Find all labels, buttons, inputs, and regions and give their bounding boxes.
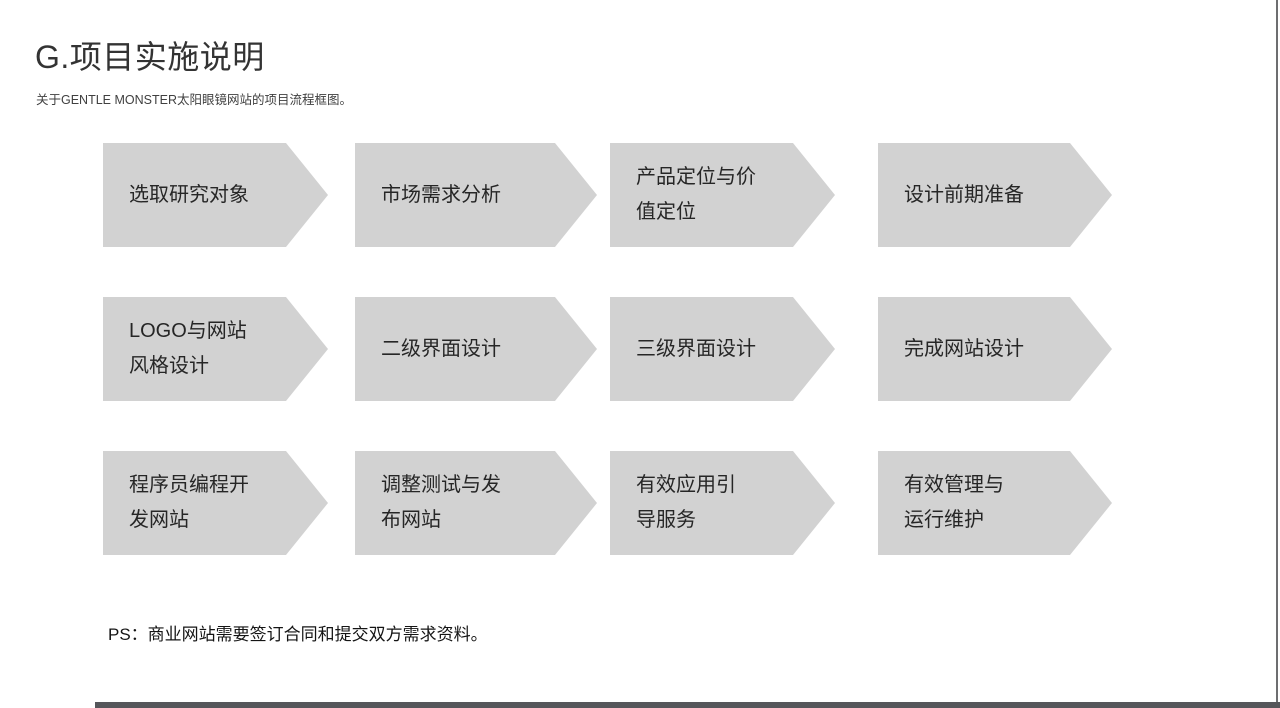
flow-step: LOGO与网站 风格设计 [103, 297, 328, 401]
flow-step: 有效管理与 运行维护 [878, 451, 1112, 555]
flow-step-label: 二级界面设计 [381, 337, 501, 360]
flow-step-label: 设计前期准备 [904, 183, 1024, 206]
flow-step-label: 完成网站设计 [904, 337, 1024, 360]
flow-step-label: 产品定位与价 值定位 [636, 166, 756, 223]
flow-step-label: 市场需求分析 [381, 183, 501, 206]
flow-step-label: 三级界面设计 [636, 337, 756, 360]
flow-step-label: 有效管理与 运行维护 [904, 474, 1004, 531]
flow-row: LOGO与网站 风格设计 二级界面设计 三级界面设计 完成网站设计 [103, 297, 1163, 401]
flow-step: 完成网站设计 [878, 297, 1112, 401]
ps-note: PS：商业网站需要签订合同和提交双方需求资料。 [108, 625, 488, 644]
flow-step-label: LOGO与网站 风格设计 [129, 320, 247, 377]
flow-row: 程序员编程开 发网站 调整测试与发 布网站 有效应用引 导服务 有效管理与 运行维护 [103, 451, 1163, 555]
horizontal-scrollbar[interactable] [95, 702, 1280, 708]
flow-row: 选取研究对象 市场需求分析 产品定位与价 值定位 设计前期准备 [103, 143, 1163, 247]
page-title: G.项目实施说明 [35, 39, 265, 75]
flow-step: 产品定位与价 值定位 [610, 143, 835, 247]
flow-step: 设计前期准备 [878, 143, 1112, 247]
flow-step: 程序员编程开 发网站 [103, 451, 328, 555]
flowchart: 选取研究对象 市场需求分析 产品定位与价 值定位 设计前期准备 LOGO与网站 风格设计… [103, 143, 1163, 605]
flow-step-label: 有效应用引 导服务 [636, 474, 736, 531]
page-frame-line [1276, 0, 1278, 708]
flow-step: 市场需求分析 [355, 143, 597, 247]
flow-step: 二级界面设计 [355, 297, 597, 401]
flow-step-label: 调整测试与发 布网站 [381, 474, 501, 531]
flow-step-label: 程序员编程开 发网站 [129, 474, 249, 531]
flow-step-label: 选取研究对象 [129, 183, 249, 206]
flow-step: 三级界面设计 [610, 297, 835, 401]
flow-step: 有效应用引 导服务 [610, 451, 835, 555]
flow-step: 选取研究对象 [103, 143, 328, 247]
page-subtitle: 关于GENTLE MONSTER太阳眼镜网站的项目流程框图。 [36, 93, 352, 107]
flow-step: 调整测试与发 布网站 [355, 451, 597, 555]
